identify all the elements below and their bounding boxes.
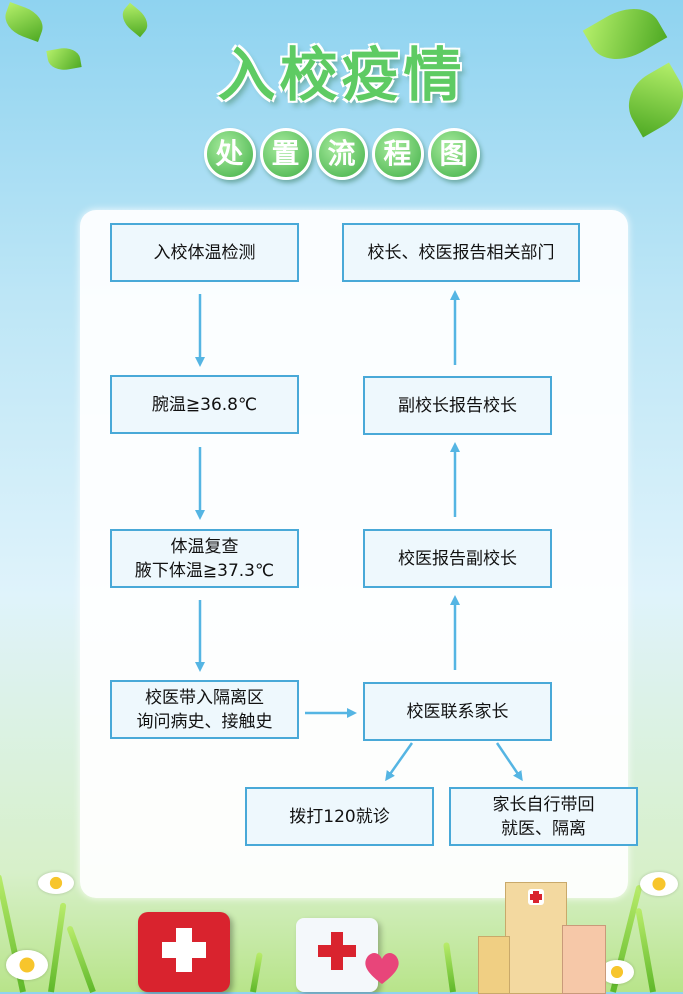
step-temperature-check: 入校体温检测 xyxy=(110,223,299,282)
daisy-flower xyxy=(6,950,48,980)
step-contact-parents: 校医联系家长 xyxy=(363,682,552,741)
step-label: 拨打120就诊 xyxy=(289,806,390,827)
building-icon xyxy=(478,936,510,994)
subtitle-char: 处 xyxy=(203,128,256,180)
step-isolation: 校医带入隔离区 询问病史、接触史 xyxy=(110,680,299,739)
step-label: 副校长报告校长 xyxy=(398,395,517,416)
step-label-line1: 体温复查 xyxy=(170,536,239,557)
step-label-line1: 家长自行带回 xyxy=(492,794,595,815)
grass-blade xyxy=(66,925,96,994)
step-label-line2: 就医、隔离 xyxy=(501,818,586,839)
step-wrist-temp: 腕温≧36.8℃ xyxy=(110,375,299,434)
step-report-vice-principal: 校医报告副校长 xyxy=(363,529,552,588)
step-label: 入校体温检测 xyxy=(153,242,256,263)
step-label: 腕温≧36.8℃ xyxy=(151,394,258,415)
step-label-line2: 腋下体温≧37.3℃ xyxy=(134,560,275,581)
step-report-principal: 副校长报告校长 xyxy=(363,376,552,435)
step-label: 校长、校医报告相关部门 xyxy=(367,242,555,263)
medical-box-icon xyxy=(296,918,378,992)
first-aid-kit-icon xyxy=(138,912,230,992)
building-icon xyxy=(562,925,606,994)
daisy-flower xyxy=(640,872,678,896)
subtitle-char: 置 xyxy=(259,128,312,180)
step-label: 校医报告副校长 xyxy=(398,548,517,569)
step-parent-pickup: 家长自行带回 就医、隔离 xyxy=(449,787,638,846)
subtitle-char: 流 xyxy=(315,128,368,180)
grass-blade xyxy=(635,907,656,993)
step-label: 校医联系家长 xyxy=(406,701,509,722)
subtitle-char: 图 xyxy=(427,128,480,180)
step-label-line1: 校医带入隔离区 xyxy=(145,687,264,708)
grass-blade xyxy=(443,942,456,993)
heart-icon xyxy=(362,950,402,986)
step-report-departments: 校长、校医报告相关部门 xyxy=(342,223,580,282)
subtitle-char: 程 xyxy=(371,128,424,180)
grass-blade xyxy=(48,902,67,993)
step-label-line2: 询问病史、接触史 xyxy=(136,711,273,732)
grass-blade xyxy=(250,952,263,993)
poster-title: 入校疫情 xyxy=(217,41,466,109)
daisy-flower xyxy=(38,872,74,894)
step-recheck: 体温复查 腋下体温≧37.3℃ xyxy=(110,529,299,588)
step-call-120: 拨打120就诊 xyxy=(245,787,434,846)
hospital-building-icon xyxy=(505,882,567,994)
poster-subtitle: 处置流程图 xyxy=(0,128,683,180)
